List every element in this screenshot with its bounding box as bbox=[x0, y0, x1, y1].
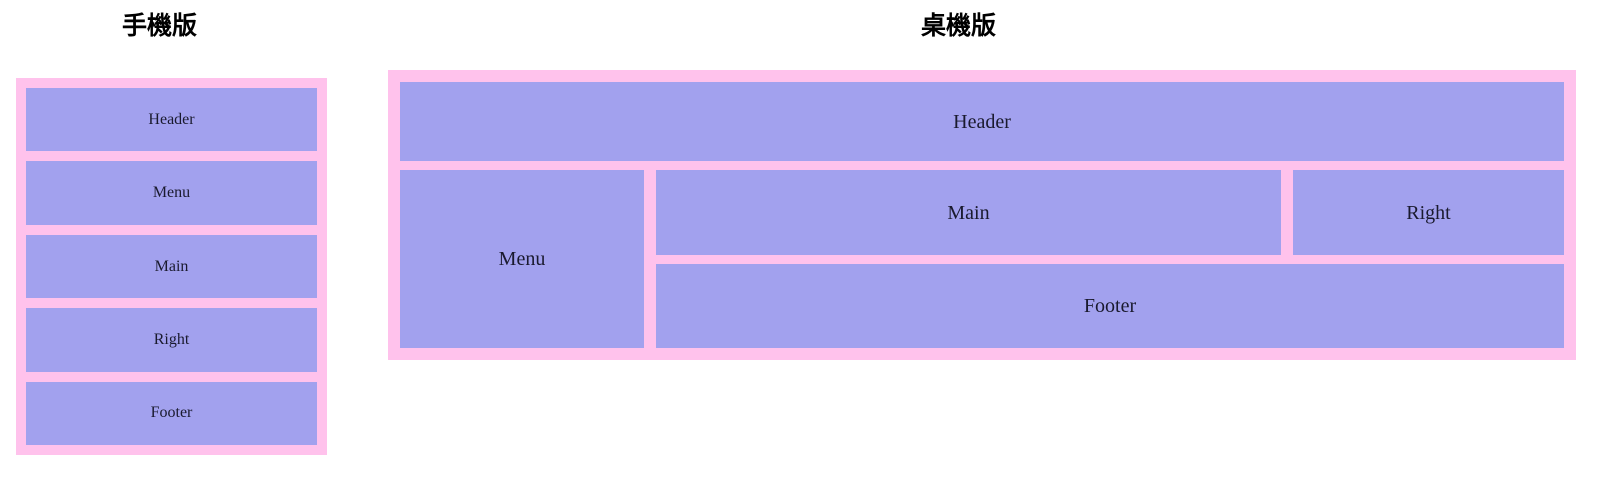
desktop-content-column: Main Right Footer bbox=[656, 170, 1564, 348]
desktop-body-row: Menu Main Right Footer bbox=[400, 170, 1564, 348]
desktop-block-right: Right bbox=[1293, 170, 1564, 255]
desktop-block-menu: Menu bbox=[400, 170, 644, 348]
desktop-block-main: Main bbox=[656, 170, 1281, 255]
mobile-block-menu: Menu bbox=[26, 161, 317, 225]
desktop-block-footer: Footer bbox=[656, 264, 1564, 348]
mobile-block-right: Right bbox=[26, 308, 317, 372]
mobile-layout-heading: 手機版 bbox=[122, 12, 198, 40]
mobile-block-footer: Footer bbox=[26, 381, 317, 446]
desktop-block-header: Header bbox=[400, 82, 1564, 161]
mobile-block-header: Header bbox=[26, 88, 317, 152]
desktop-layout-container: Header Menu Main Right Footer bbox=[388, 70, 1576, 360]
desktop-upper-row: Main Right bbox=[656, 170, 1564, 255]
mobile-layout-container: Header Menu Main Right Footer bbox=[16, 78, 327, 455]
mobile-block-main: Main bbox=[26, 234, 317, 299]
desktop-layout-heading: 桌機版 bbox=[921, 12, 997, 40]
